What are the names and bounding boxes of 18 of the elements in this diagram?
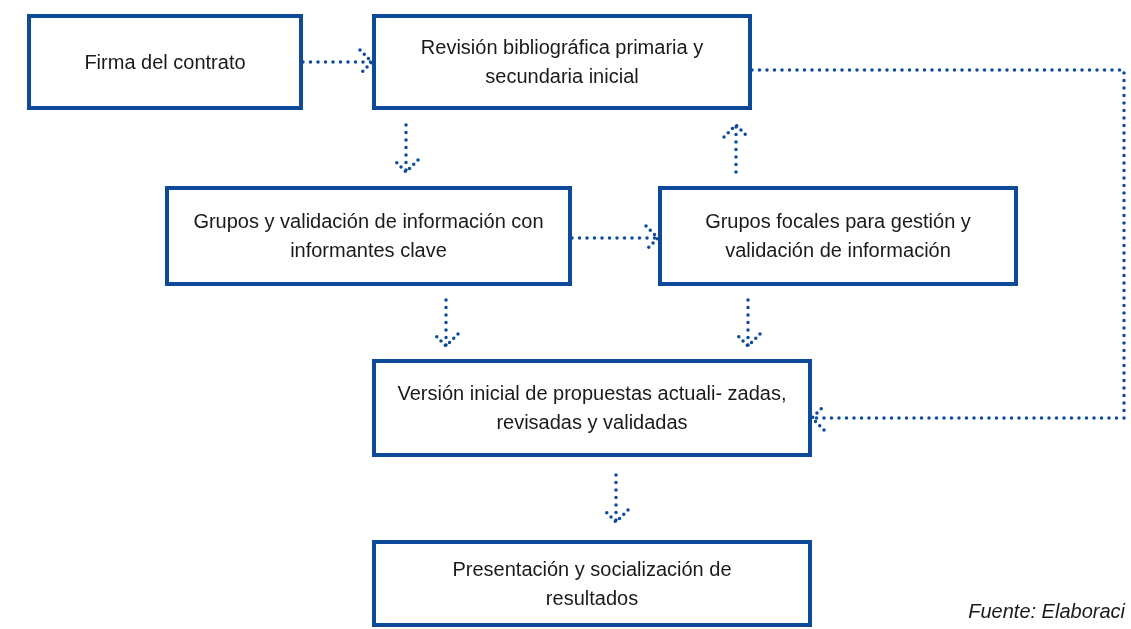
step-text: Grupos y validación de información con informantes clave bbox=[192, 209, 545, 263]
process-box bbox=[658, 186, 1018, 286]
dotted-arrow bbox=[734, 298, 762, 348]
source-note: Fuente: Elaboraci bbox=[968, 600, 1125, 623]
process-box bbox=[372, 359, 812, 457]
process-box bbox=[165, 186, 572, 286]
dotted-arrow bbox=[392, 123, 420, 174]
step-text: Firma del contrato bbox=[84, 49, 246, 75]
step-text: Versión inicial de propuestas actuali- zadas, revisadas y validadas bbox=[397, 381, 787, 435]
step-text: Presentación y socialización de resultados bbox=[451, 556, 733, 611]
dotted-arrow bbox=[722, 123, 750, 174]
process-box bbox=[372, 14, 752, 110]
dotted-arrow bbox=[432, 298, 460, 348]
dotted-arrow bbox=[602, 473, 630, 524]
process-box bbox=[372, 540, 812, 627]
process-box bbox=[27, 14, 303, 110]
step-text: Revisión bibliográfica primaria y secundaria inicial bbox=[419, 35, 705, 89]
step-text: Grupos focales para gestión y validación de información bbox=[704, 209, 972, 263]
